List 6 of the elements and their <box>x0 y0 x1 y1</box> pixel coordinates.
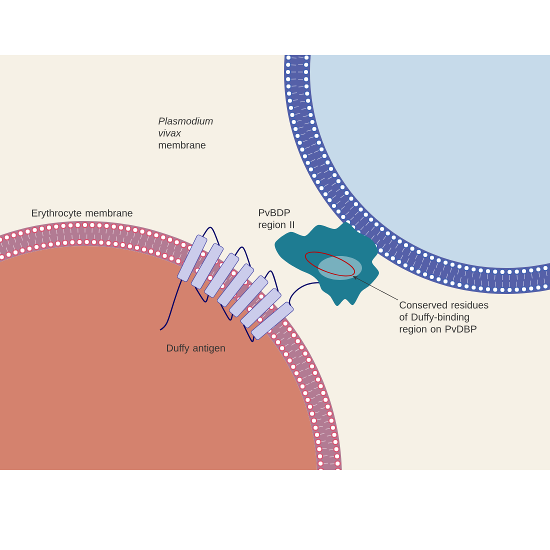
binding-region-outline <box>304 252 356 276</box>
protein-label: Duffy antigen <box>167 344 225 354</box>
membrane-label: Plasmodium vivax membrane <box>158 117 213 149</box>
callout-text: Conserved residues of Duffy-binding region on PvDBP <box>400 301 488 335</box>
protein-label: PvBDP region II <box>258 209 294 230</box>
membrane-label: Erythrocyte membrane <box>32 209 132 219</box>
